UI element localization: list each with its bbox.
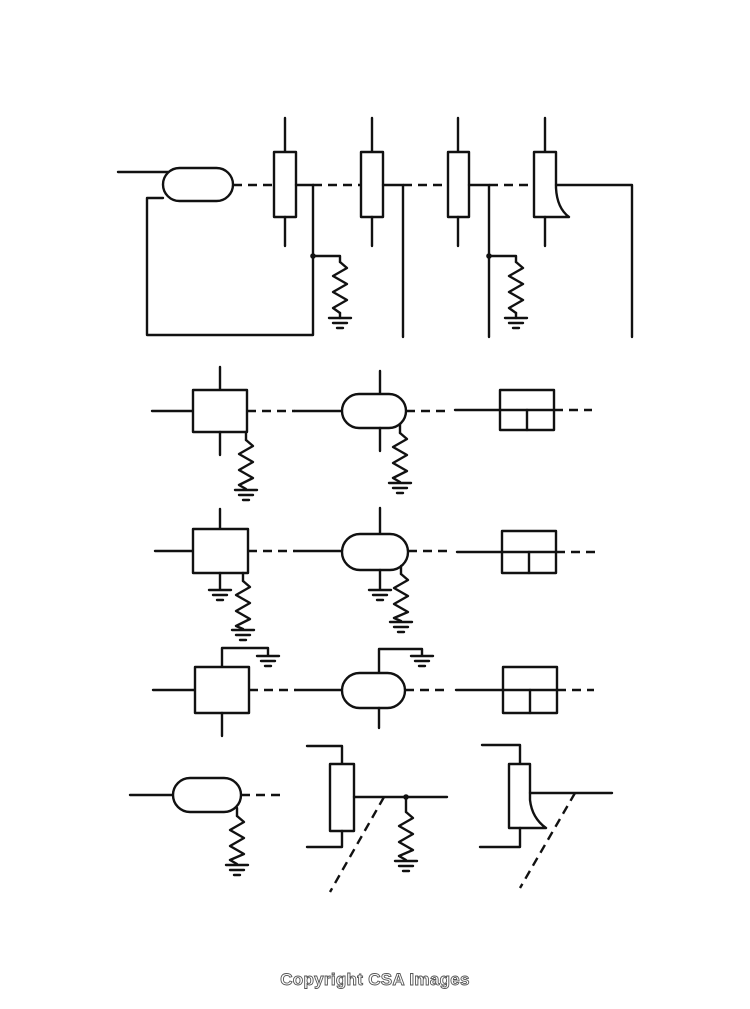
ground-symbol — [387, 481, 413, 495]
square-element — [191, 388, 249, 434]
curved-element — [507, 762, 548, 830]
tall-element-2 — [359, 150, 385, 219]
symbol-row-2 — [150, 365, 592, 502]
symbol-row-4 — [151, 646, 594, 738]
symbol-row-5 — [128, 743, 614, 893]
ground-symbol — [207, 588, 233, 602]
ground-symbol — [367, 588, 393, 602]
ground-symbol — [503, 316, 529, 330]
resistor-zigzag — [237, 438, 255, 491]
symbol-row-3 — [153, 506, 598, 642]
square-element — [191, 527, 250, 575]
resistor-zigzag — [331, 260, 349, 315]
ground-symbol — [409, 654, 435, 668]
ground-symbol — [393, 859, 419, 873]
ground-symbol — [327, 316, 353, 330]
capsule-component — [161, 166, 235, 203]
capsule-component — [340, 392, 408, 430]
copyright-credit: Copyright CSA Images — [280, 970, 470, 990]
resistor-zigzag — [392, 572, 410, 623]
top-circuit — [116, 116, 634, 339]
resistor-zigzag — [234, 579, 252, 631]
tall-element-1 — [272, 150, 298, 219]
curved-element — [532, 150, 571, 219]
capsule-component — [340, 671, 407, 710]
ground-symbol — [388, 620, 414, 634]
tall-element-3 — [446, 150, 471, 219]
ground-symbol — [230, 628, 256, 642]
ground-symbol — [233, 488, 259, 502]
resistor-zigzag — [228, 814, 246, 866]
capsule-component — [171, 776, 243, 814]
capsule-component — [340, 532, 410, 572]
ground-symbol — [224, 863, 250, 877]
ground-symbol — [255, 654, 281, 668]
resistor-zigzag — [391, 431, 409, 484]
resistor-zigzag — [397, 810, 415, 862]
tall-element — [328, 762, 356, 833]
square-element — [193, 665, 251, 715]
resistor-zigzag — [507, 260, 525, 315]
